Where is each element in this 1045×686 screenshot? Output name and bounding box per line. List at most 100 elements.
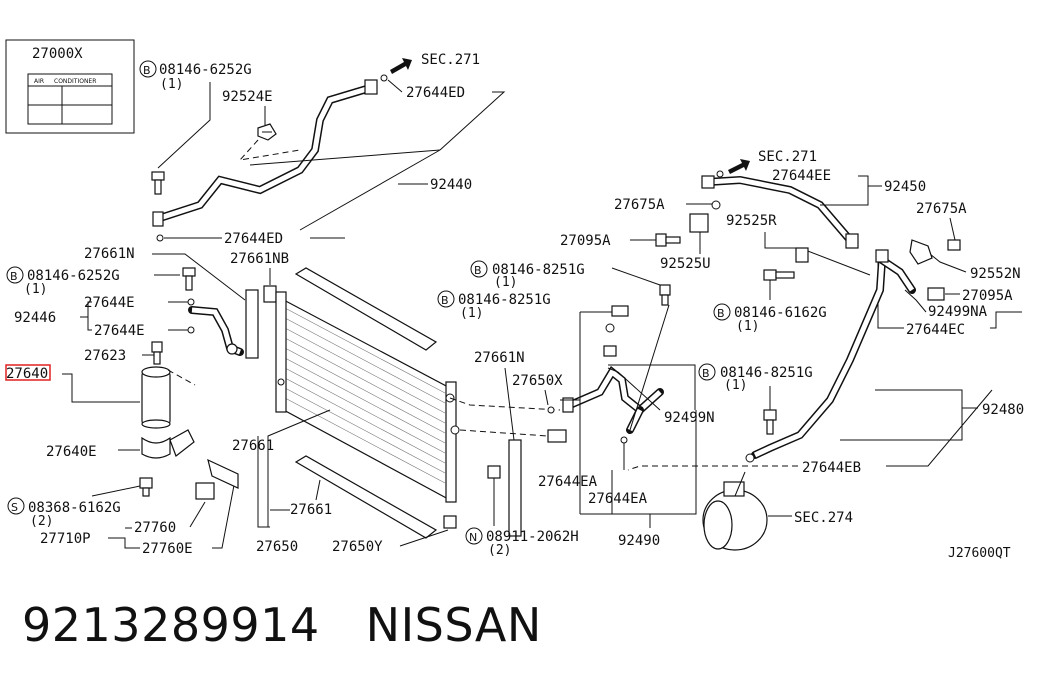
bracket-27650y-icon	[443, 515, 457, 529]
part-27095a-right[interactable]: 27095A	[962, 288, 1013, 304]
qty-b4: (1)	[460, 306, 483, 321]
part-08146-6252g-top[interactable]: 08146-6252G	[159, 62, 252, 78]
part-27095a-left[interactable]: 27095A	[560, 233, 611, 249]
part-08146-6162g[interactable]: 08146-6162G	[734, 305, 827, 321]
part-92499na[interactable]: 92499NA	[928, 304, 988, 320]
part-92525r[interactable]: 92525R	[726, 213, 777, 229]
part-27644ee[interactable]: 27644EE	[772, 168, 831, 184]
qty-s: (2)	[30, 514, 53, 529]
part-92524e[interactable]: 92524E	[222, 89, 273, 105]
highlight-27640	[5, 364, 51, 381]
qty-b1: (1)	[160, 77, 183, 92]
clip-92524e-icon	[257, 123, 277, 141]
svg-text:B: B	[441, 294, 449, 307]
part-27675a-left[interactable]: 27675A	[614, 197, 665, 213]
part-27650x[interactable]: 27650X	[512, 373, 563, 389]
part-27644eb[interactable]: 27644EB	[802, 460, 861, 476]
clip-27675a-right-icon	[947, 239, 961, 251]
footer-brand: NISSAN	[365, 598, 542, 652]
bolt-27095a-left-icon	[655, 233, 681, 247]
part-27644ec[interactable]: 27644EC	[906, 322, 965, 338]
bolt-b4-icon	[611, 305, 629, 317]
part-92490[interactable]: 92490	[618, 533, 660, 549]
callout-b6: B 08146-8251G (1)	[698, 363, 813, 410]
svg-text:N: N	[469, 531, 477, 544]
bracket-27661nb-icon	[263, 285, 277, 303]
callout-b2: B 08146-6252G (1)	[6, 266, 180, 297]
diagram-code: J27600QT	[948, 546, 1011, 561]
callout-b3: B 08146-8251G (1)	[470, 260, 661, 290]
seal-27661-bottom	[294, 455, 438, 539]
part-27760[interactable]: 27760	[134, 520, 176, 536]
part-27644e-lower[interactable]: 27644E	[94, 323, 145, 339]
sec-274[interactable]: SEC.274	[794, 510, 853, 526]
part-27644ea-a[interactable]: 27644EA	[538, 474, 598, 490]
part-27623[interactable]: 27623	[84, 348, 126, 364]
b-circle-icon	[470, 260, 488, 278]
b-circle-icon	[437, 290, 455, 308]
hose-92446	[187, 298, 244, 356]
bolt-b3-icon	[659, 284, 671, 306]
part-27640[interactable]: 27640	[6, 366, 48, 382]
part-92480[interactable]: 92480	[982, 402, 1024, 418]
label-plate-air-text: AIR	[34, 78, 44, 85]
svg-text:B: B	[10, 270, 18, 283]
arrow-sec271-right-icon	[728, 159, 750, 174]
part-92440[interactable]: 92440	[430, 177, 472, 193]
qty-b6: (1)	[724, 378, 747, 393]
part-27661-left[interactable]: 27661	[232, 438, 274, 454]
part-27675a-right[interactable]: 27675A	[916, 201, 967, 217]
qty-n: (2)	[488, 543, 511, 558]
part-08911-2062h[interactable]: 08911-2062H	[486, 529, 579, 545]
sec-271-top[interactable]: SEC.271	[421, 52, 480, 68]
part-27661-bottom[interactable]: 27661	[290, 502, 332, 518]
part-27640e[interactable]: 27640E	[46, 444, 97, 460]
arrow-sec271-top-icon	[390, 58, 412, 74]
qty-b3: (1)	[494, 275, 517, 290]
part-92499n[interactable]: 92499N	[664, 410, 715, 426]
part-08368-6162g[interactable]: 08368-6162G	[28, 500, 121, 516]
pipe-92450	[701, 175, 859, 249]
part-92525u[interactable]: 92525U	[660, 256, 711, 272]
part-27644ea-b[interactable]: 27644EA	[588, 491, 648, 507]
part-27661n-left[interactable]: 27661N	[84, 246, 135, 262]
part-08146-8251g-b[interactable]: 08146-8251G	[458, 292, 551, 308]
svg-text:B: B	[474, 264, 482, 277]
part-27644e-upper[interactable]: 27644E	[84, 295, 135, 311]
condenser-27650	[275, 291, 460, 503]
part-08146-6252g-mid[interactable]: 08146-6252G	[27, 268, 120, 284]
callout-s: S 08368-6162G (2)	[7, 485, 141, 529]
clip-92525r-icon	[795, 247, 809, 263]
part-27644ed-mid[interactable]: 27644ED	[224, 231, 283, 247]
pipe-92490	[562, 323, 664, 434]
part-27760e[interactable]: 27760E	[142, 541, 193, 557]
fitting-27650x-icon	[547, 406, 567, 443]
bolt-b6-icon	[763, 409, 777, 435]
part-27661n-right[interactable]: 27661N	[474, 350, 525, 366]
part-92446[interactable]: 92446	[14, 310, 56, 326]
label-27000x-box: 27000X AIR CONDITIONER	[5, 39, 135, 134]
seal-27661n-right-strip	[508, 439, 522, 537]
svg-text:S: S	[11, 501, 18, 514]
bracket-27640e-icon	[141, 429, 195, 459]
part-27661nb[interactable]: 27661NB	[230, 251, 289, 267]
b-letter: B	[143, 64, 151, 77]
n-circle-icon	[465, 527, 483, 545]
callout-b5: B 08146-6162G (1)	[713, 280, 827, 334]
part-27650y[interactable]: 27650Y	[332, 539, 383, 555]
footer-part-number: 9213289914	[22, 598, 320, 652]
sec-271-right[interactable]: SEC.271	[758, 149, 817, 165]
clip-27675a-left-icon	[689, 200, 721, 233]
switch-27623-icon	[151, 341, 163, 365]
callout-b4: B 08146-8251G (1)	[437, 290, 612, 321]
part-08146-8251g-a[interactable]: 08146-8251G	[492, 262, 585, 278]
part-08146-8251g-right[interactable]: 08146-8251G	[720, 365, 813, 381]
label-27000x[interactable]: 27000X	[32, 46, 83, 62]
part-27650[interactable]: 27650	[256, 539, 298, 555]
bolt-b2-icon	[182, 267, 196, 291]
part-27644ed-top[interactable]: 27644ED	[406, 85, 465, 101]
part-92450[interactable]: 92450	[884, 179, 926, 195]
part-92552n[interactable]: 92552N	[970, 266, 1021, 282]
qty-b5: (1)	[736, 319, 759, 334]
part-27710p[interactable]: 27710P	[40, 531, 91, 547]
